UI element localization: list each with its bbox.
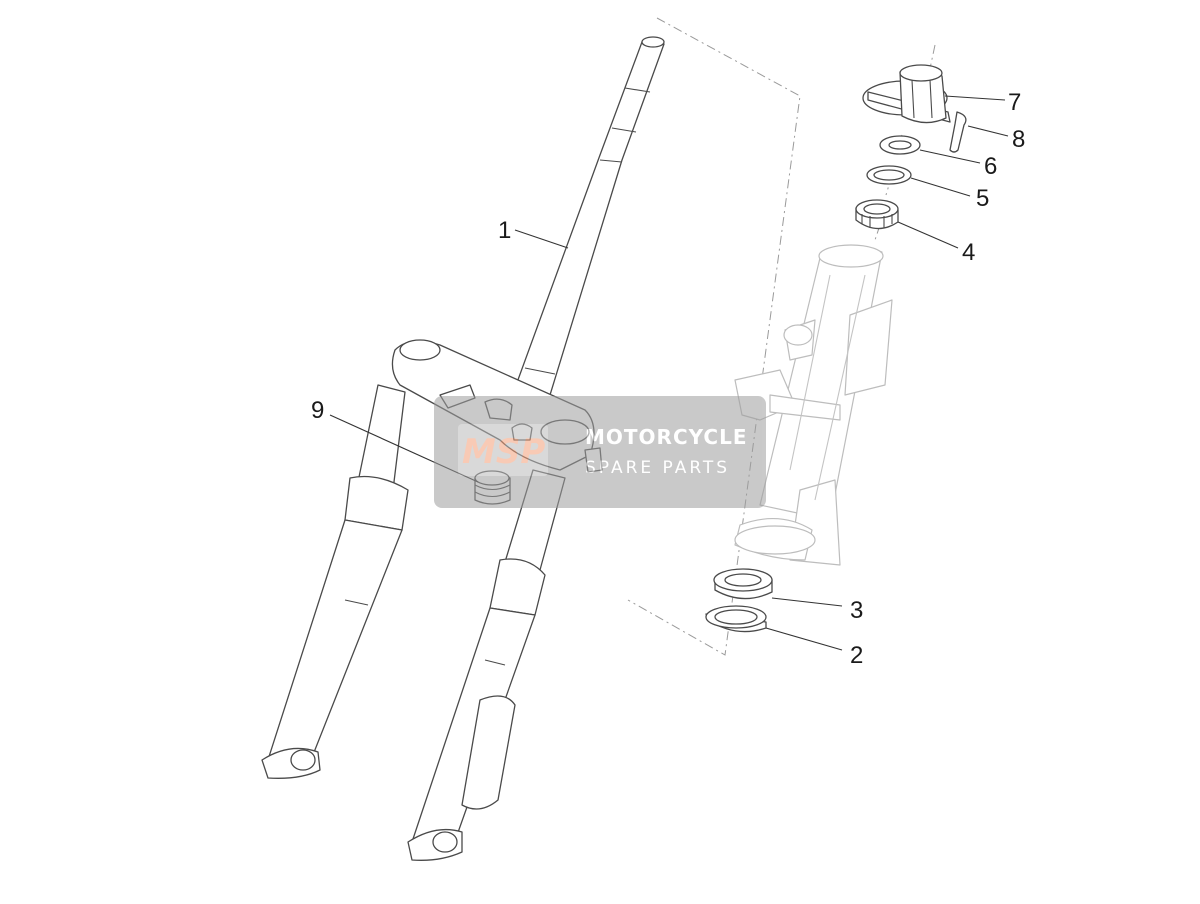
leader-7 xyxy=(944,95,1006,101)
callout-8: 8 xyxy=(1012,126,1025,153)
part-2-bearing-cup xyxy=(705,605,767,633)
watermark-line-1: MOTORCYCLE xyxy=(585,425,747,449)
part-6-washer xyxy=(879,135,921,155)
leader-5 xyxy=(910,177,971,197)
frame-head-tube xyxy=(734,244,893,566)
callout-1: 1 xyxy=(498,217,511,244)
part-8-split-pin xyxy=(949,111,967,153)
leader-3 xyxy=(771,597,843,607)
watermark: MSP MOTORCYCLE SPARE PARTS xyxy=(434,396,766,508)
callout-2: 2 xyxy=(850,642,863,669)
callout-5: 5 xyxy=(976,185,989,212)
leader-6 xyxy=(919,149,981,164)
watermark-logo: MSP xyxy=(462,432,545,472)
callout-3: 3 xyxy=(850,597,863,624)
part-4-upper-bearing xyxy=(855,199,899,230)
leader-2 xyxy=(765,627,843,651)
part-5-tab-washer xyxy=(866,165,912,185)
callout-4: 4 xyxy=(962,239,975,266)
callout-6: 6 xyxy=(984,153,997,180)
fork-leg-left xyxy=(261,384,409,779)
watermark-line-2: SPARE PARTS xyxy=(585,458,730,478)
part-3-lower-bearing xyxy=(713,568,773,600)
callout-7: 7 xyxy=(1008,89,1021,116)
assembly-boundary xyxy=(627,17,801,656)
leader-4 xyxy=(897,221,959,249)
leader-1 xyxy=(514,229,569,249)
leader-8 xyxy=(967,125,1009,137)
part-7-steering-nut xyxy=(862,64,951,124)
part-1-steering-stem xyxy=(514,36,665,396)
callout-9: 9 xyxy=(311,397,324,424)
fork-leg-right xyxy=(407,469,566,861)
